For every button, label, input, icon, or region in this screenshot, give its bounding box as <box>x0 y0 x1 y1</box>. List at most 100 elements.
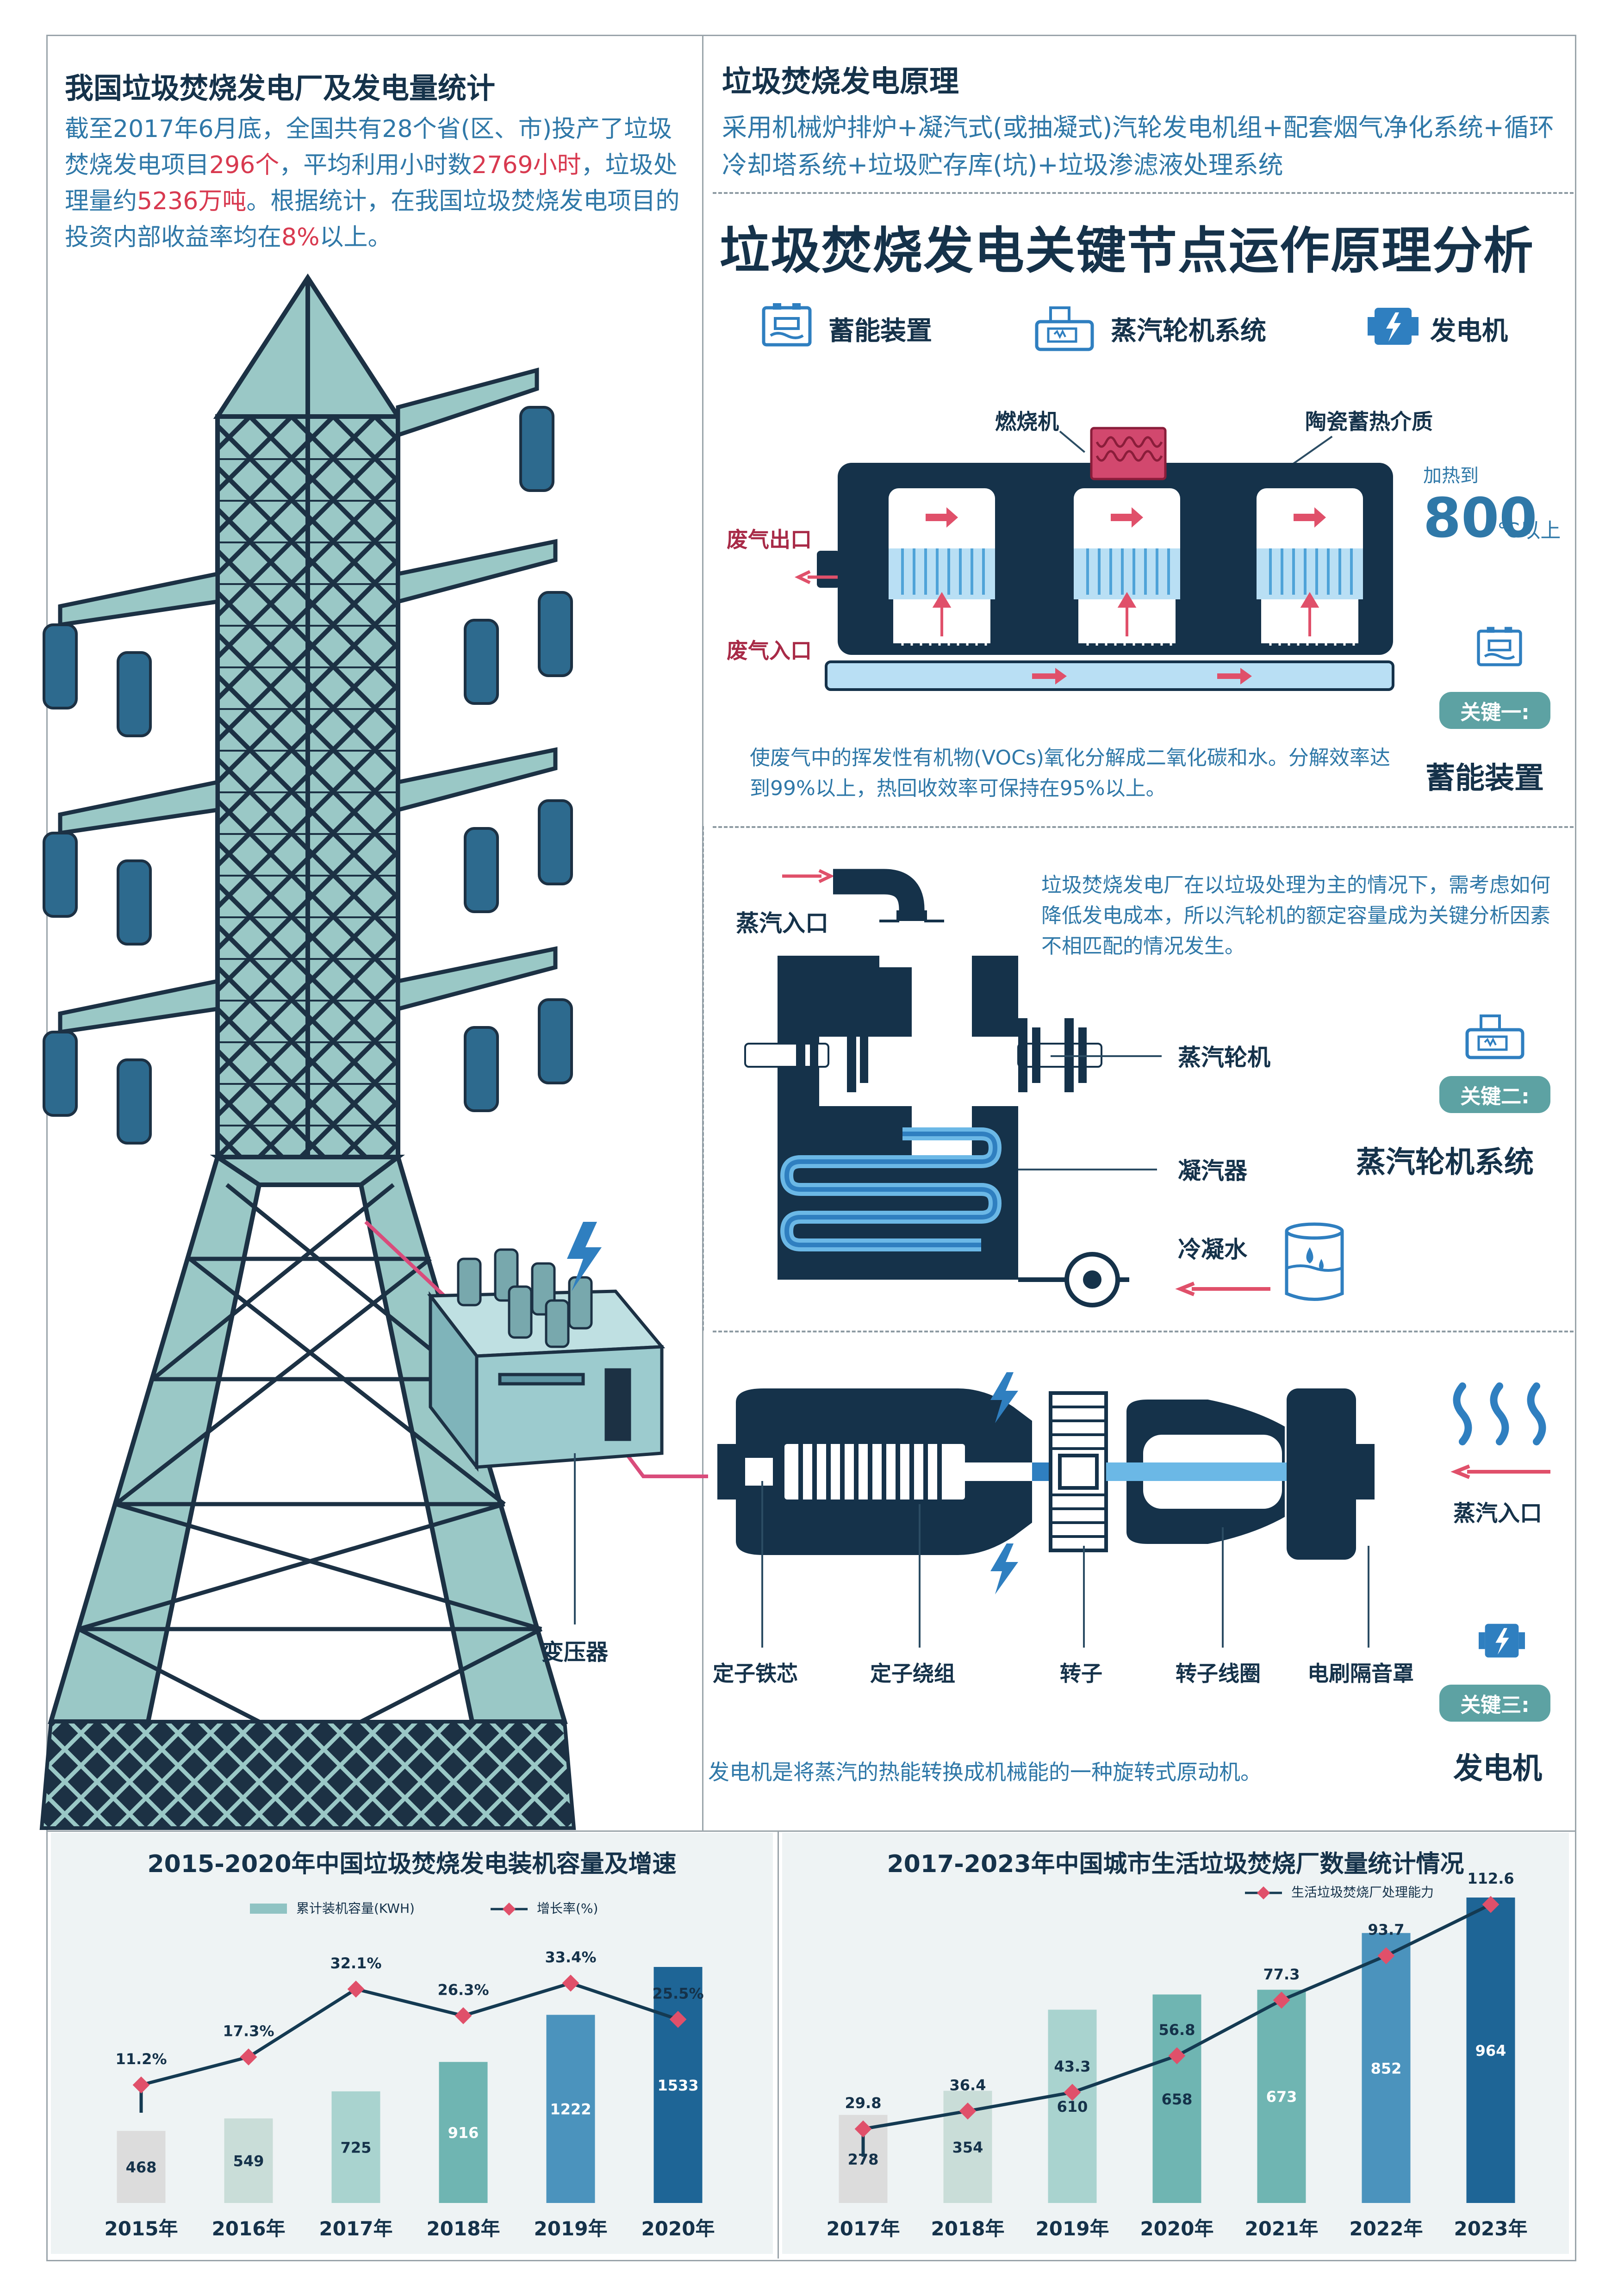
bar-value-label: 354 <box>952 2139 983 2156</box>
legend-line-label: 生活垃圾焚烧厂处理能力 <box>1291 1885 1434 1900</box>
line-value-label: 112.6 <box>1467 1870 1514 1887</box>
label-leader-4 <box>1222 1527 1224 1648</box>
cold-water-arrow <box>1175 1282 1270 1296</box>
transformer-leader <box>574 1453 576 1624</box>
key2-badge: 关键二: <box>1439 1076 1550 1113</box>
key2-cold-water-label: 冷凝水 <box>1178 1236 1247 1263</box>
category-label: 2020年 <box>1140 2217 1214 2240</box>
key2-condenser-label: 凝汽器 <box>1178 1157 1247 1184</box>
burner-label: 燃烧机 <box>995 409 1059 434</box>
category-label: 2019年 <box>534 2217 608 2240</box>
turbine-icon <box>1035 306 1094 351</box>
bar-value-label: 673 <box>1266 2088 1297 2106</box>
category-label: 2019年 <box>1036 2217 1109 2240</box>
regenerative-unit <box>817 427 1394 691</box>
line-marker <box>240 2048 257 2066</box>
line-value-label: 26.3% <box>437 1981 489 1998</box>
key3-desc: 发电机是将蒸汽的热能转换成机械能的一种旋转式原动机。 <box>708 1760 1262 1785</box>
chart-bar <box>1257 1990 1306 2203</box>
divider-1 <box>713 192 1574 194</box>
lightning-icon-bottom <box>990 1543 1018 1594</box>
legend-generator: 发电机 <box>1430 316 1508 346</box>
lightning-icon-top <box>990 1372 1018 1423</box>
line-value-label: 25.5% <box>652 1985 703 2002</box>
average-hours: 2769小时 <box>472 151 581 179</box>
label-leader-3 <box>1083 1546 1085 1648</box>
category-label: 2017年 <box>319 2217 393 2240</box>
chart1-panel <box>51 1833 773 2254</box>
bar-value-label: 610 <box>1057 2098 1088 2116</box>
key1-badge: 关键一: <box>1439 692 1550 729</box>
key3-label-brush-cover: 电刷隔音罩 <box>1307 1661 1414 1686</box>
chart1-canvas: 累计装机容量(KWH)增长率(%)4682015年5492016年7252017… <box>105 1901 715 2240</box>
bar-value-label: 1222 <box>550 2101 591 2118</box>
legend-bar-label: 累计装机容量(KWH) <box>296 1901 415 1916</box>
key3-steam-in: 蒸汽入口 <box>1453 1500 1543 1526</box>
key2-turbine-label: 蒸汽轮机 <box>1178 1044 1270 1071</box>
key3-label-rotor-coil: 转子线圈 <box>1176 1661 1261 1686</box>
battery-icon <box>762 303 812 347</box>
return-rate: 8% <box>281 224 320 251</box>
category-label: 2021年 <box>1245 2217 1319 2240</box>
chart-bar <box>1362 1933 1411 2203</box>
label-leader-1 <box>761 1481 763 1648</box>
heat-suffix: ℃以上 <box>1497 519 1561 542</box>
line-value-label: 33.4% <box>545 1948 596 1966</box>
bar-value-label: 658 <box>1162 2091 1193 2108</box>
chart-bar <box>653 1967 703 2203</box>
category-label: 2018年 <box>931 2217 1005 2240</box>
bar-value-label: 1533 <box>657 2077 698 2094</box>
bar-value-label: 549 <box>233 2153 264 2170</box>
left-intro: 截至2017年6月底，全国共有28个省(区、市)投产了垃圾焚烧发电项目296个，… <box>65 111 680 255</box>
chart-divider <box>778 1830 779 2259</box>
chart-bar <box>224 2118 273 2203</box>
key1-desc: 使废气中的挥发性有机物(VOCs)氧化分解成二氧化碳和水。分解效率达到99%以上… <box>750 746 1390 800</box>
steam-in-arrow-2 <box>782 869 835 884</box>
category-label: 2018年 <box>427 2217 500 2240</box>
line-value-label: 36.4 <box>950 2076 986 2094</box>
key1-icon <box>1477 627 1522 666</box>
line-value-label: 11.2% <box>115 2050 167 2068</box>
transmission-tower-illustration <box>39 273 708 1830</box>
divider-2 <box>713 826 1574 828</box>
generator-icon <box>1368 308 1419 345</box>
intro-part-1: 截至2017年6月底，全国共有28个省(区、市)投产了垃圾焚烧发电项目 <box>65 115 672 179</box>
line-marker <box>132 2076 150 2094</box>
legend-line-marker <box>1257 1886 1270 1900</box>
key1-name: 蓄能装置 <box>1425 761 1544 796</box>
bar-value-label: 468 <box>126 2159 157 2176</box>
legend-turbine: 蒸汽轮机系统 <box>1111 316 1266 346</box>
key2-icon <box>1465 1014 1524 1059</box>
line-value-label: 56.8 <box>1159 2021 1195 2039</box>
legend-line-label: 增长率(%) <box>537 1901 598 1916</box>
chart1-title: 2015-2020年中国垃圾焚烧发电装机容量及增速 <box>147 1850 677 1878</box>
legend-bar-swatch <box>250 1904 287 1914</box>
condenser-leader <box>1018 1169 1157 1170</box>
chart-bar <box>439 2062 488 2203</box>
bar-value-label: 916 <box>448 2124 479 2142</box>
label-leader-2 <box>919 1504 921 1648</box>
exhaust-in-label: 废气入口 <box>727 638 812 663</box>
line-marker <box>854 2120 872 2138</box>
chart2-canvas: 生活垃圾焚烧厂处理能力2782017年3542018年6102019年65820… <box>827 1870 1528 2240</box>
divider-3 <box>713 1331 1574 1332</box>
key3-icon <box>1479 1624 1525 1658</box>
bar-value-label: 725 <box>341 2139 372 2156</box>
intro-part-2: ，平均利用小时数 <box>279 151 472 179</box>
processing-amount: 5236万吨 <box>137 187 247 215</box>
key3-label-rotor: 转子 <box>1060 1661 1102 1686</box>
category-label: 2015年 <box>105 2217 178 2240</box>
category-label: 2022年 <box>1350 2217 1423 2240</box>
key2-desc: 垃圾焚烧发电厂在以垃圾处理为主的情况下，需考虑如何降低发电成本，所以汽轮机的额定… <box>1041 873 1550 958</box>
legend-line-marker <box>502 1902 516 1916</box>
key2-name: 蒸汽轮机系统 <box>1356 1145 1534 1180</box>
line-value-label: 32.1% <box>330 1954 381 1972</box>
key3-label-stator-core: 定子铁芯 <box>713 1661 798 1686</box>
turbine-leader <box>1051 1055 1162 1057</box>
category-label: 2017年 <box>827 2217 900 2240</box>
key3-name: 发电机 <box>1453 1752 1542 1786</box>
projects-count: 296个 <box>209 151 280 179</box>
line-value-label: 17.3% <box>223 2022 274 2040</box>
steam-in-arrow-3 <box>1450 1464 1550 1479</box>
water-tank-icon <box>1285 1222 1344 1301</box>
